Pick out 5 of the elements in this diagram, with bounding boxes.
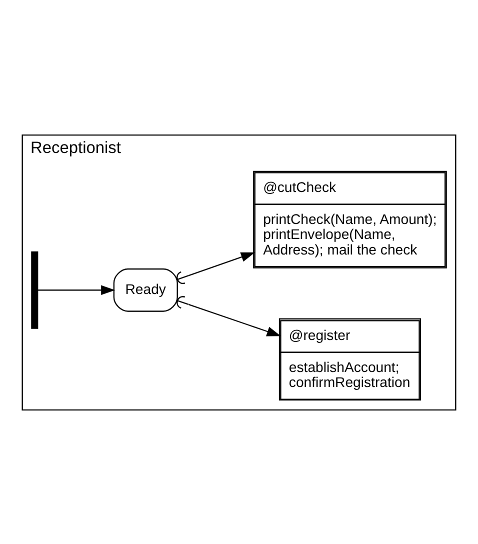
arrow bbox=[176, 252, 256, 284]
arrow bbox=[176, 296, 281, 336]
arrow bbox=[38, 284, 116, 295]
node-box: Ready bbox=[113, 268, 178, 312]
node-bar bbox=[31, 250, 38, 328]
